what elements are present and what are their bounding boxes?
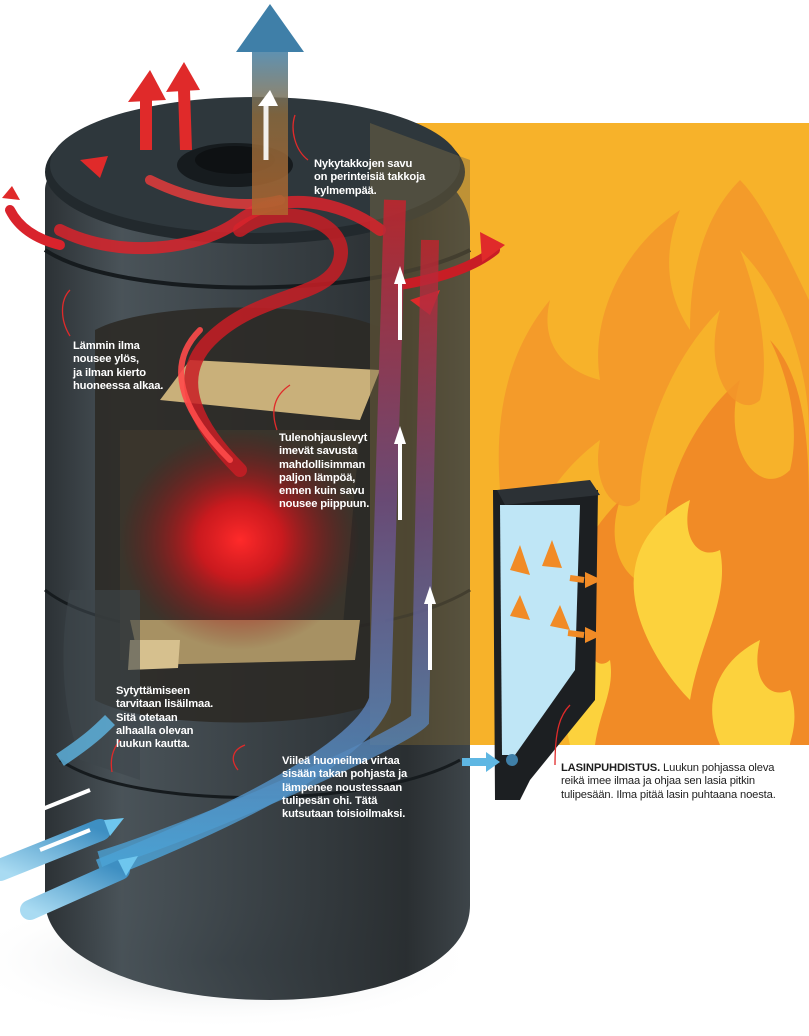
cool-air-arrow bbox=[0, 715, 138, 920]
smoke-arrow bbox=[236, 4, 304, 215]
label-ignition-air: Sytyttämiseen tarvitaan lisäilmaa. Sitä … bbox=[116, 685, 214, 751]
cool-air-arrow bbox=[95, 199, 439, 881]
label-warm-air: Lämmin ilma nousee ylös, ja ilman kierto… bbox=[73, 340, 164, 392]
callout-pointers bbox=[61, 114, 571, 773]
glass-door-section bbox=[462, 480, 602, 800]
label-secondary-air: Viileä huoneilma virtaa sisään takan poh… bbox=[282, 755, 408, 821]
glass-cleaning-lead: LASINPUHDISTUS. bbox=[561, 762, 661, 774]
label-glass-cleaning: LASINPUHDISTUS. Luukun pohjassa oleva re… bbox=[561, 762, 776, 801]
label-smoke: Nykytakkojen savu on perinteisiä takkoja… bbox=[314, 158, 426, 197]
label-baffles: Tulenohjauslevyt imevät savusta mahdolli… bbox=[279, 432, 370, 511]
